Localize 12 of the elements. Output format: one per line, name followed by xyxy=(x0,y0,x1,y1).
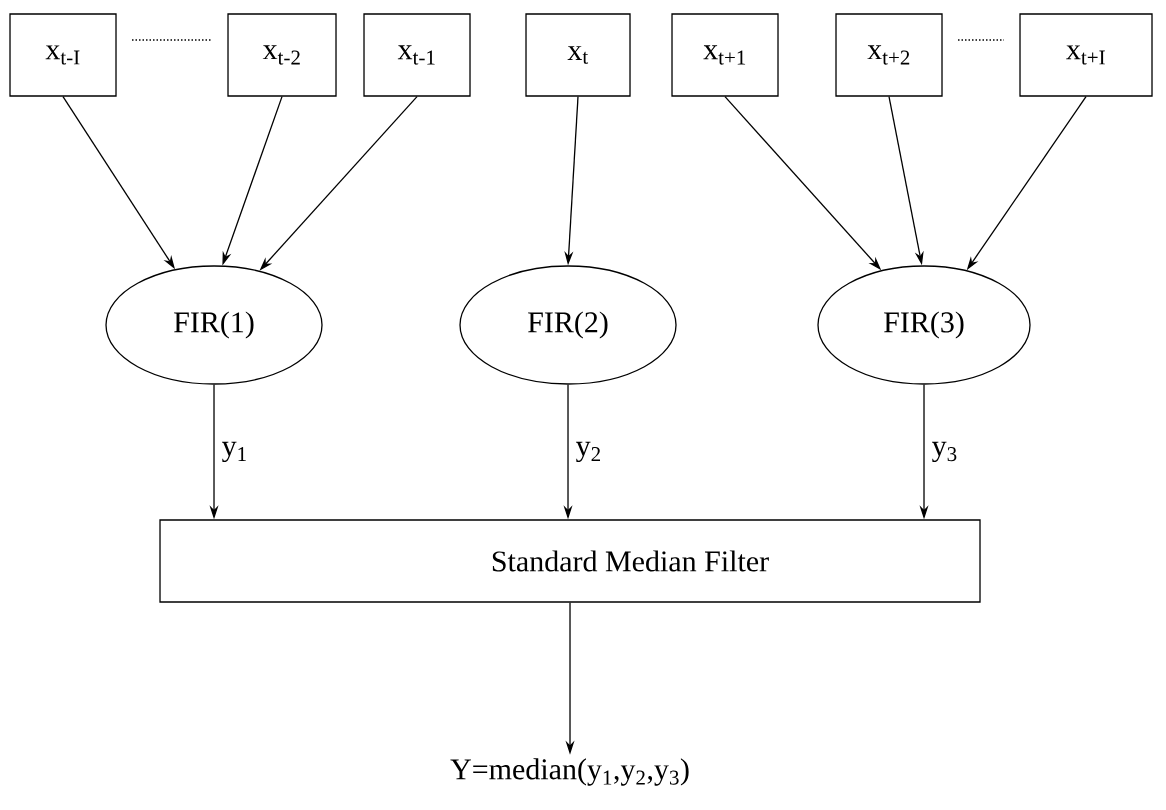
edge-label: y$_{1}$ xyxy=(220,440,249,464)
input-box: x$_{t-I}$ xyxy=(9,13,117,97)
input-box: x$_{t+2}$ xyxy=(835,13,943,97)
output-text: Y=median(y$_{1}$,y$_{2}$,y$_{3}$) xyxy=(450,758,689,786)
input-box: x$_{t}$ xyxy=(525,13,631,97)
input-box: Standard Median Filter xyxy=(159,519,981,603)
input-box: x$_{t+I}$ xyxy=(1019,13,1153,97)
input-box: x$_{t-2}$ xyxy=(227,13,337,97)
edge-label: y$_{2}$ xyxy=(574,440,603,464)
edge-label: y$_{3}$ xyxy=(930,440,959,464)
input-box: x$_{t-1}$ xyxy=(363,13,471,97)
input-box: x$_{t+1}$ xyxy=(671,13,779,97)
